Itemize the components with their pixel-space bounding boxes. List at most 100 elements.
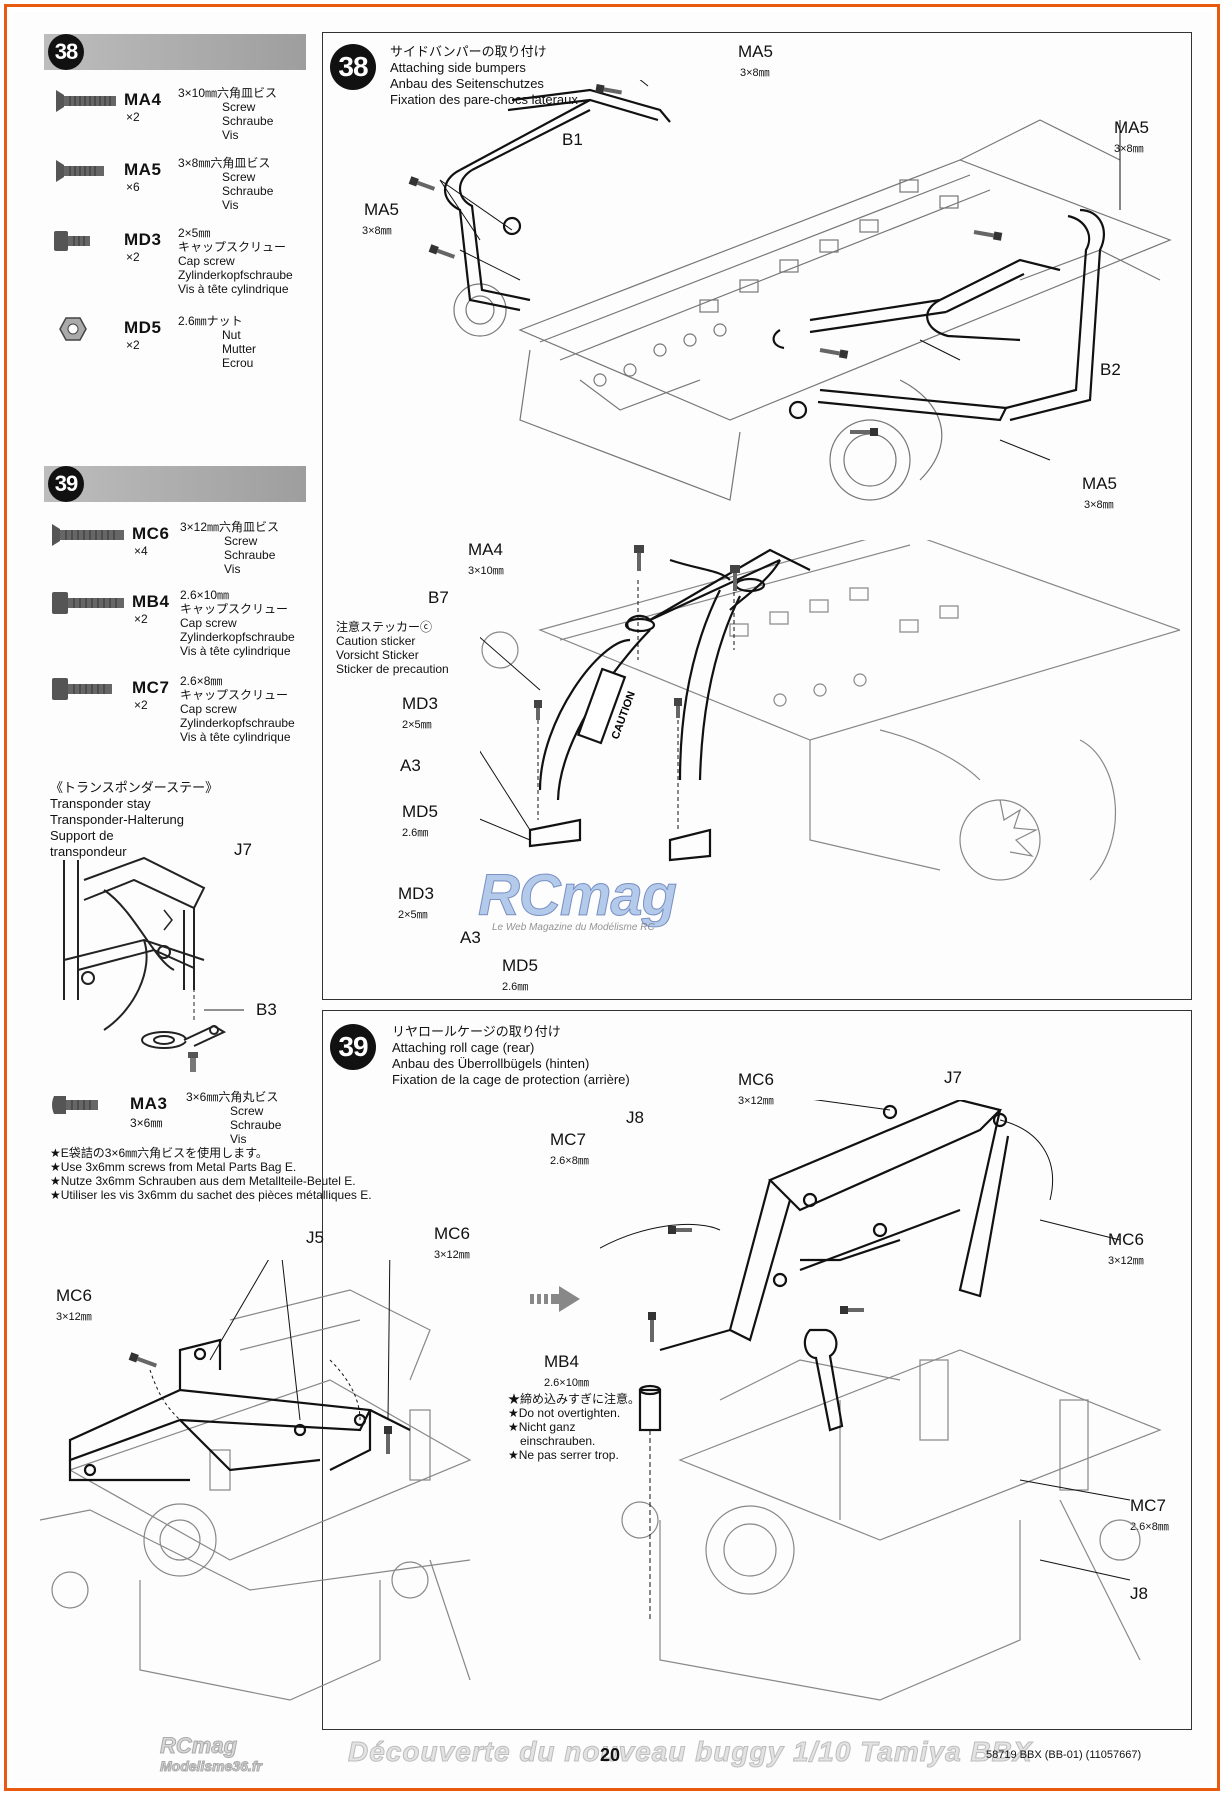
part-mc6: MC6 ×4 3×12㎜六角皿ビス Screw Schraube Vis <box>50 520 310 580</box>
part-mb4: MB4 ×2 2.6×10㎜ キャップスクリュー Cap screw Zylin… <box>50 588 310 658</box>
size-3x12-left: 3×12㎜ <box>56 1311 92 1323</box>
part-mc7: MC7 ×2 2.6×8㎜ キャップスクリュー Cap screw Zylind… <box>50 674 310 744</box>
part-code: MC6 <box>132 524 170 543</box>
size-3x12-right: 3×12㎜ <box>1108 1255 1144 1267</box>
size-3x8-right: 3×8㎜ <box>1114 143 1144 155</box>
label-a3-top: A3 <box>400 756 421 775</box>
label-j8-bottom: J8 <box>1130 1584 1148 1603</box>
size-3x12-mid: 3×12㎜ <box>434 1249 470 1261</box>
transponder-heading: 《トランスポンダーステー》 Transponder stay Transpond… <box>50 780 219 859</box>
cap-screw-icon <box>52 678 112 700</box>
part-code: MD5 <box>124 318 162 337</box>
label-ma5-right: MA5 <box>1114 118 1149 137</box>
size-26x8-left: 2.6×8㎜ <box>550 1155 589 1167</box>
label-b3: B3 <box>256 1000 277 1019</box>
rcmag-logo-center: RCmag <box>477 863 677 929</box>
size-3x8-left: 3×8㎜ <box>362 225 392 237</box>
step-39-parts-header <box>44 466 306 502</box>
page-frame <box>4 4 1220 1791</box>
flat-screw-long-icon <box>52 524 124 546</box>
cap-screw-long-icon <box>52 592 124 614</box>
part-md5: MD5 ×2 2.6㎜ナット Nut Mutter Ecrou <box>50 314 310 374</box>
cap-screw-small-icon <box>54 231 90 251</box>
label-b7: B7 <box>428 588 449 607</box>
label-md5-bottom: MD5 <box>502 956 538 975</box>
front-cage-drawing <box>39 1260 472 1701</box>
size-26x10: 2.6×10㎜ <box>544 1377 589 1389</box>
size-3x12-top: 3×12㎜ <box>738 1095 774 1107</box>
part-qty: ×2 <box>126 110 140 124</box>
label-ma5-left: MA5 <box>364 200 399 219</box>
label-ma5-bottom: MA5 <box>1082 474 1117 493</box>
label-md3-bottom: MD3 <box>398 884 434 903</box>
side-bumper-drawing <box>408 80 1172 501</box>
part-desc: 2.6×8㎜ キャップスクリュー Cap screw Zylinderkopfs… <box>180 674 295 744</box>
label-mc6-top: MC6 <box>738 1070 774 1089</box>
size-26-bottom: 2.6㎜ <box>502 981 529 993</box>
part-ma3: MA3 3×6㎜ 3×6㎜六角丸ビス Screw Schraube Vis <box>50 1090 310 1150</box>
step-38-panel <box>322 32 1192 1000</box>
step-39-badge: 39 <box>48 466 84 502</box>
size-3x10: 3×10㎜ <box>468 565 504 577</box>
label-j7-top: J7 <box>944 1068 962 1087</box>
size-3x8-bottom: 3×8㎜ <box>1084 499 1114 511</box>
part-code: MA4 <box>124 90 162 109</box>
front-stay-drawing: CAUTION <box>480 540 1180 881</box>
label-mc6-right: MC6 <box>1108 1230 1144 1249</box>
label-mc7-right: MC7 <box>1130 1496 1166 1515</box>
step-38-badge: 38 <box>48 34 84 70</box>
label-md3-top: MD3 <box>402 694 438 713</box>
round-screw-icon <box>52 1096 98 1114</box>
overtighten-notes: ★締め込みすぎに注意。 ★Do not overtighten. ★Nicht … <box>508 1392 641 1462</box>
step-38-title: サイドバンパーの取り付け Attaching side bumpers Anba… <box>390 44 578 107</box>
part-ma5: MA5 ×6 3×8㎜六角皿ビス Screw Schraube Vis <box>50 156 310 216</box>
part-desc: 3×8㎜六角皿ビス Screw Schraube Vis <box>178 156 274 212</box>
rear-cage-drawing <box>600 1100 1162 1701</box>
label-a3-bottom: A3 <box>460 928 481 947</box>
part-desc: 3×6㎜六角丸ビス Screw Schraube Vis <box>186 1090 282 1146</box>
watermark-title: Découverte du nouveau buggy 1/10 Tamiya … <box>348 1736 1033 1768</box>
part-qty: ×2 <box>134 612 148 626</box>
transponder-stay-drawing <box>63 856 244 1072</box>
part-qty: ×2 <box>126 250 140 264</box>
part-qty: ×4 <box>134 544 148 558</box>
part-desc: 2×5㎜ キャップスクリュー Cap screw Zylinderkopfsch… <box>178 226 293 296</box>
part-code: MA3 <box>130 1094 168 1113</box>
next-step-arrow-icon <box>530 1286 580 1312</box>
manual-code: 58719 BBX (BB-01) (11057667) <box>986 1749 1142 1761</box>
size-2x5-top: 2×5㎜ <box>402 719 432 731</box>
step-38-parts-header <box>44 34 306 70</box>
transponder-notes: ★E袋詰の3×6㎜六角ビスを使用します。 ★Use 3x6mm screws f… <box>50 1146 372 1202</box>
part-desc: 2.6×10㎜ キャップスクリュー Cap screw Zylinderkopf… <box>180 588 295 658</box>
part-qty: 3×6㎜ <box>130 1116 163 1130</box>
caution-sticker-label: 注意ステッカーⓒ Caution sticker Vorsicht Sticke… <box>336 620 449 676</box>
size-2x5-bottom: 2×5㎜ <box>398 909 428 921</box>
step-39-panel-badge: 39 <box>330 1024 376 1070</box>
size-26x8-right: 2.6×8㎜ <box>1130 1521 1169 1533</box>
part-code: MA5 <box>124 160 162 179</box>
rcmag-footer-logo: RCmag Modelisme36.fr <box>160 1733 263 1775</box>
flat-screw-long-icon <box>56 90 116 112</box>
label-mc7-left: MC7 <box>550 1130 586 1149</box>
part-code: MB4 <box>132 592 170 611</box>
size-26-top: 2.6㎜ <box>402 827 429 839</box>
flat-screw-icon <box>56 160 104 182</box>
label-j5: J5 <box>306 1228 324 1247</box>
part-qty: ×2 <box>126 338 140 352</box>
step-38-panel-badge: 38 <box>330 44 376 90</box>
rcmag-logo-subtitle: Le Web Magazine du Modélisme RC <box>492 922 655 933</box>
step-39-title: リヤロールケージの取り付け Attaching roll cage (rear)… <box>392 1024 630 1087</box>
part-desc: 2.6㎜ナット Nut Mutter Ecrou <box>178 314 257 370</box>
part-qty: ×6 <box>126 180 140 194</box>
part-qty: ×2 <box>134 698 148 712</box>
label-ma5-top: MA5 <box>738 42 773 61</box>
label-mb4: MB4 <box>544 1352 579 1371</box>
label-mc6-mid: MC6 <box>434 1224 470 1243</box>
size-3x8-top: 3×8㎜ <box>740 67 770 79</box>
label-mc6-left: MC6 <box>56 1286 92 1305</box>
hex-nut-icon <box>59 317 87 341</box>
label-j7: J7 <box>234 840 252 859</box>
label-b1: B1 <box>562 130 583 149</box>
label-j8-top: J8 <box>626 1108 644 1127</box>
label-md5-top: MD5 <box>402 802 438 821</box>
